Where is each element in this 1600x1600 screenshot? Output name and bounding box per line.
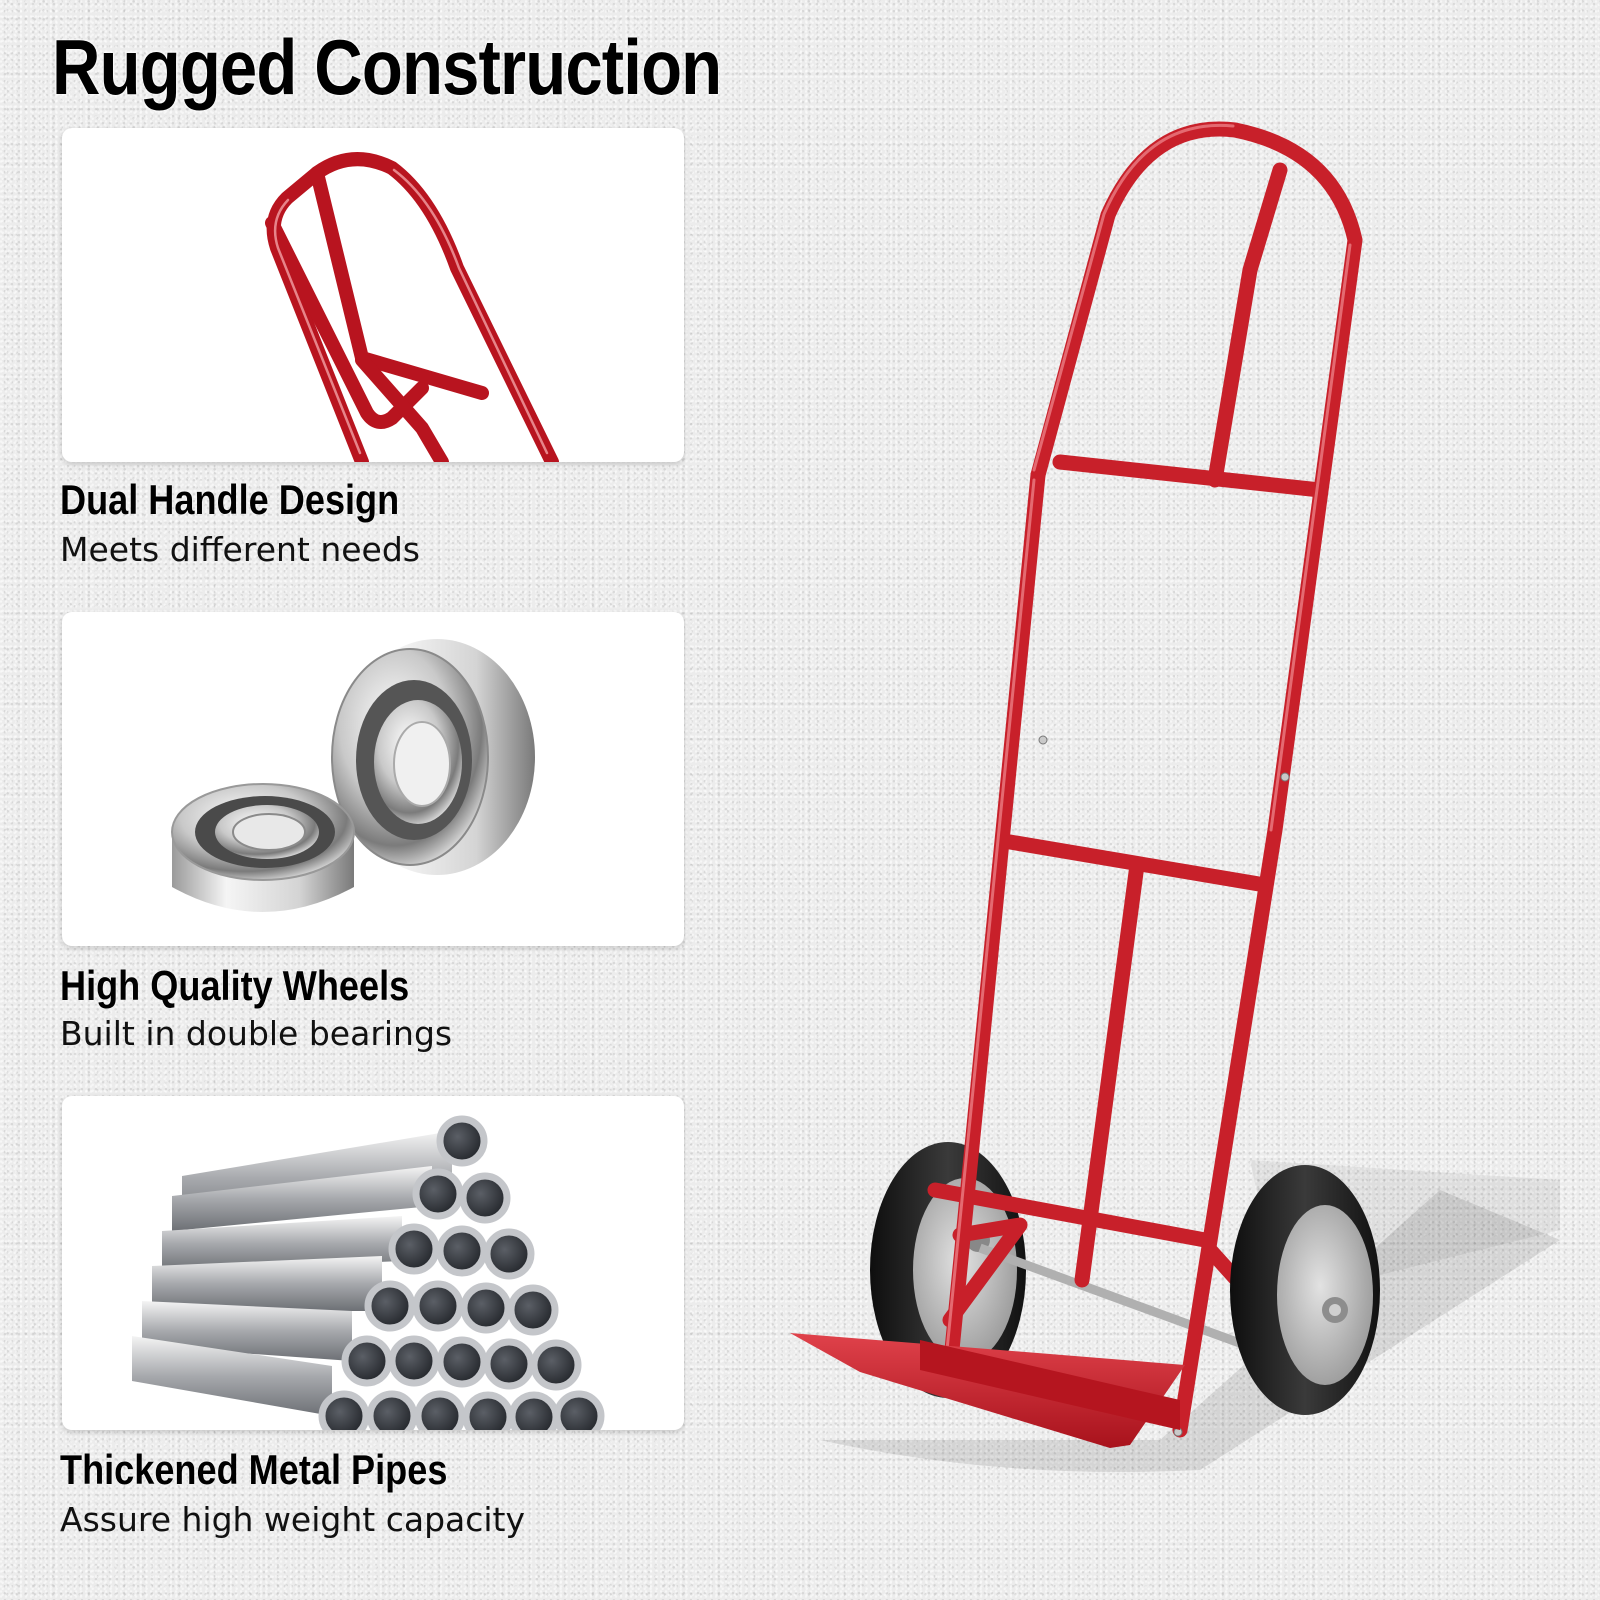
feature-image-card-wheels (62, 612, 684, 946)
hand-truck-product-image (760, 110, 1580, 1490)
feature-subtitle-handle: Meets different needs (60, 530, 421, 569)
dual-handle-illustration (265, 152, 559, 462)
ball-bearings-illustration (171, 639, 535, 912)
feature-title-wheels: High Quality Wheels (60, 962, 410, 1009)
feature-subtitle-wheels: Built in double bearings (60, 1014, 453, 1053)
feature-title-pipes: Thickened Metal Pipes (60, 1446, 448, 1493)
feature-image-card-pipes (62, 1096, 684, 1430)
page-title: Rugged Construction (52, 23, 722, 111)
metal-pipes-illustration (132, 1115, 605, 1430)
feature-image-card-handle (62, 128, 684, 462)
feature-title-handle: Dual Handle Design (60, 476, 400, 523)
feature-subtitle-pipes: Assure high weight capacity (60, 1500, 526, 1539)
hand-truck-illustration (790, 121, 1560, 1472)
